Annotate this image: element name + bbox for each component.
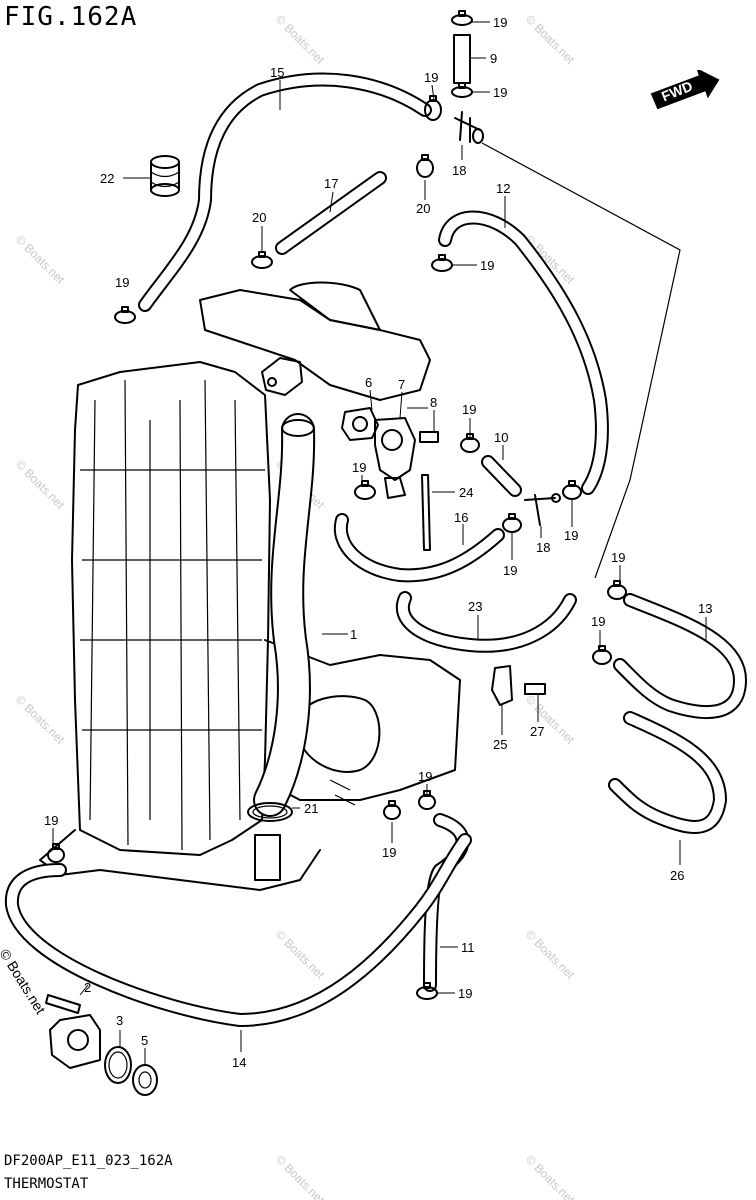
watermark: © Boats.net <box>273 927 328 982</box>
thermostat-cover <box>374 417 416 499</box>
bolt-2 <box>45 994 81 1014</box>
callout-5: 5 <box>141 1033 148 1048</box>
watermark: © Boats.net <box>523 12 578 67</box>
callout-14: 14 <box>232 1055 246 1070</box>
leader-lines <box>52 21 707 1065</box>
hose-clamp-icon <box>354 480 376 500</box>
hose-26 <box>608 711 727 834</box>
callout-18: 18 <box>452 163 466 178</box>
callout-10: 10 <box>494 430 508 445</box>
callout-24: 24 <box>459 485 473 500</box>
hose-clamp-icon <box>592 645 612 665</box>
callout-19: 19 <box>458 986 472 1001</box>
reference-line <box>481 142 681 579</box>
watermark: © Boats.net <box>13 457 68 512</box>
callout-19: 19 <box>591 614 605 629</box>
hose-clamp-icon <box>451 10 473 26</box>
callout-21: 21 <box>304 801 318 816</box>
callout-15: 15 <box>270 65 284 80</box>
callout-19: 19 <box>480 258 494 273</box>
thermostat <box>341 407 379 441</box>
watermark: © Boats.net <box>273 12 328 67</box>
hose-clamp-icon <box>502 513 522 533</box>
hose-10 <box>481 455 522 497</box>
callout-19: 19 <box>493 85 507 100</box>
callout-19: 19 <box>352 460 366 475</box>
grommet-22 <box>150 155 180 197</box>
callout-20: 20 <box>252 210 266 225</box>
callout-17: 17 <box>324 176 338 191</box>
callout-19: 19 <box>564 528 578 543</box>
hose-14 <box>4 833 472 1027</box>
callout-20: 20 <box>416 201 430 216</box>
callout-19: 19 <box>424 70 438 85</box>
callout-19: 19 <box>611 550 625 565</box>
bolt-8 <box>419 431 439 443</box>
hose-12 <box>438 210 609 495</box>
hose-1 <box>253 413 316 817</box>
model-code: DF200AP_E11_023_162A <box>4 1153 173 1169</box>
water-outlet-elbow <box>261 357 303 396</box>
joint-18-lower <box>524 493 561 526</box>
callout-1: 1 <box>350 627 357 642</box>
callout-6: 6 <box>365 375 372 390</box>
callouts: 19 9 19 19 15 18 22 17 20 20 12 19 19 6 … <box>44 15 712 1070</box>
hose-clamp-icon <box>431 254 453 272</box>
callout-23: 23 <box>468 599 482 614</box>
hose-24 <box>421 474 431 551</box>
section-name: THERMOSTAT <box>4 1176 89 1192</box>
hose-clamp-icon <box>607 580 627 600</box>
hose-17 <box>275 171 387 255</box>
callout-18: 18 <box>536 540 550 555</box>
clamp-21 <box>247 802 293 822</box>
engine-block <box>39 281 461 891</box>
bracket-25 <box>491 665 513 706</box>
hose-13 <box>613 593 747 719</box>
hose-clamp-icon <box>383 800 401 820</box>
callout-25: 25 <box>493 737 507 752</box>
hose-clamp-icon <box>451 82 473 98</box>
hose-clamp-icon <box>251 251 273 269</box>
callout-3: 3 <box>116 1013 123 1028</box>
watermark: © Boats.net <box>13 232 68 287</box>
watermark: © Boats.net <box>273 1152 328 1200</box>
watermark: © Boats.net <box>13 692 68 747</box>
callout-19: 19 <box>382 845 396 860</box>
cap-5 <box>132 1064 158 1096</box>
callout-7: 7 <box>398 377 405 392</box>
figure-title: FIG.162A <box>4 2 138 32</box>
callout-19: 19 <box>462 402 476 417</box>
callout-2: 2 <box>84 980 91 995</box>
joint-18-top <box>454 111 484 144</box>
bolt-27 <box>524 683 546 695</box>
callout-16: 16 <box>454 510 468 525</box>
callout-27: 27 <box>530 724 544 739</box>
watermark: © Boats.net <box>523 927 578 982</box>
hose-15 <box>138 72 432 312</box>
fwd-arrow-icon <box>650 70 720 110</box>
housing-2 <box>49 1014 101 1069</box>
hose-9 <box>453 34 471 84</box>
callout-12: 12 <box>496 181 510 196</box>
callout-13: 13 <box>698 601 712 616</box>
callout-19: 19 <box>418 769 432 784</box>
hose-clamp-icon <box>416 154 434 178</box>
watermark: © Boats.net <box>523 1152 578 1200</box>
callout-19: 19 <box>493 15 507 30</box>
callout-8: 8 <box>430 395 437 410</box>
callout-19: 19 <box>115 275 129 290</box>
callout-11: 11 <box>461 940 475 955</box>
callout-26: 26 <box>670 868 684 883</box>
hose-clamp-icon <box>562 480 582 500</box>
gasket-3 <box>104 1046 132 1084</box>
callout-22: 22 <box>100 171 114 186</box>
hose-23 <box>395 591 577 653</box>
callout-19: 19 <box>503 563 517 578</box>
callout-19: 19 <box>44 813 58 828</box>
hose-16 <box>333 513 505 583</box>
hose-clamp-icon <box>114 306 136 324</box>
callout-9: 9 <box>490 51 497 66</box>
